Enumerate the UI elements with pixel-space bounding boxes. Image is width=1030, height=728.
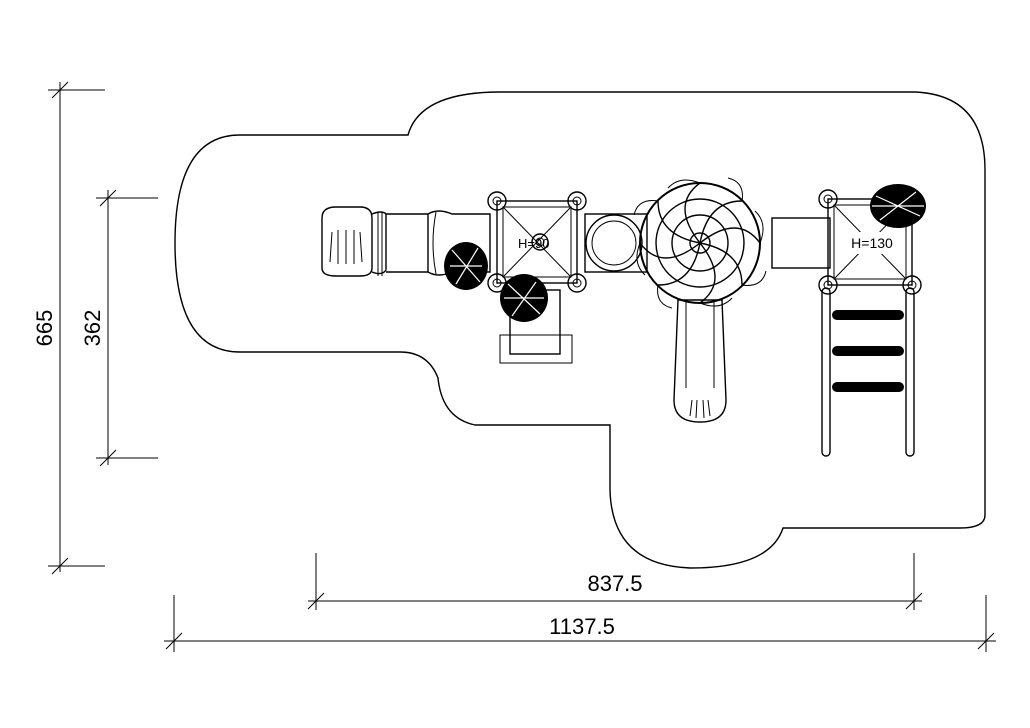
platform-left: H=90 xyxy=(496,200,578,284)
dimension-label-overall-width: 1137.5 xyxy=(549,614,615,639)
dimension-label-overall-height: 665 xyxy=(32,310,57,347)
dimension-label-structure-width: 837.5 xyxy=(587,571,642,596)
dimension-label-structure-height: 362 xyxy=(80,310,105,347)
safety-zone-boundary xyxy=(174,91,986,569)
deck-label-left: H=90 xyxy=(518,236,549,251)
tunnel-connector xyxy=(584,213,648,273)
leaf-decoration-2 xyxy=(500,274,548,322)
deck-label-right: H=130 xyxy=(851,235,893,251)
tube-slide xyxy=(321,206,491,277)
straight-slide xyxy=(673,299,727,423)
dimension-structure-width: 837.5 xyxy=(307,553,923,610)
posts-left xyxy=(487,191,587,293)
walkway-bridge xyxy=(771,217,831,269)
climbing-ladder xyxy=(821,287,915,457)
dimension-overall-width: 1137.5 xyxy=(164,595,996,652)
dimension-structure-height: 362 xyxy=(80,189,158,467)
leaf-decoration-3 xyxy=(870,184,926,228)
leaf-decoration-1 xyxy=(444,242,488,290)
spiral-roof-tower xyxy=(633,177,767,309)
dimension-overall-height: 665 xyxy=(32,81,105,575)
